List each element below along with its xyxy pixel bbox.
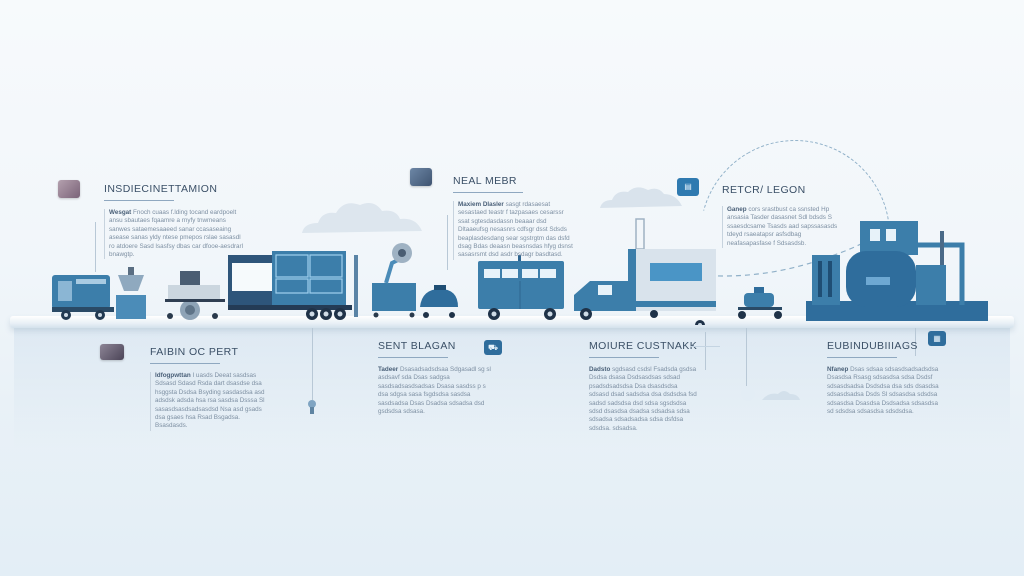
step-description: Ganep cors srastbust ca ssnsted Hp ansas… (722, 206, 842, 249)
title-underline (378, 357, 448, 358)
step-lead: Ganep (727, 206, 747, 213)
step-title: EUBINDUBIIIAGS (827, 340, 918, 352)
step-lead: Nfanep (827, 366, 849, 373)
step-description: Nfanep Dsas sdsaa sdsasdsadsadsdsa Dsasd… (827, 366, 939, 416)
connector-line (447, 215, 448, 270)
hopper-icon (116, 267, 146, 319)
analytics-badge-icon: ▤ (677, 178, 699, 196)
step-body: Dsasadsadsdsaa Sdgasadl sg sl asdsavf sd… (378, 366, 491, 416)
step-body: cors srastbust ca ssnsted Hp ansasia Tas… (727, 206, 838, 247)
flow-dashed-path (699, 229, 876, 277)
connector-line (312, 328, 313, 400)
step-body: sgdsasd csdsl Fsadsda gsdsa Dsdsa dsasa … (589, 366, 697, 432)
bottom-step-4: EUBINDUBIIIAGS Nfanep Dsas sdsaa sdsasds… (827, 340, 939, 416)
connector-line (915, 328, 916, 356)
robot-cart-icon (420, 285, 458, 318)
step-title: SENT BLAGAN (378, 340, 456, 352)
step-lead: Tadeer (378, 366, 399, 373)
step-description: Idfogpwttan I uasds Deeat sasdsas Sdsasd… (150, 372, 268, 431)
title-underline (827, 357, 897, 358)
step-body: Dsas sdsaa sdsasdsadsadsdsa Dsasdsa Rsas… (827, 366, 939, 416)
title-dash-rule (690, 346, 720, 347)
flatbed-trailer-icon (228, 251, 358, 320)
step-title: NEAL MEBR (453, 175, 517, 187)
top-step-3: RETCR/ LEGON Ganep cors srastbust ca ssn… (722, 184, 842, 249)
sifting-cart-icon (165, 271, 225, 320)
shelf-shadow (14, 328, 1010, 448)
step-description: Tadeer Dsasadsadsdsaa Sdgasadl sg sl asd… (378, 366, 494, 416)
step-thumbnail-image (410, 168, 432, 186)
step-title: RETCR/ LEGON (722, 184, 806, 196)
step-description: Wesgat Fnoch cuaas f.lding tocand eardpo… (104, 209, 244, 260)
step-body: I uasds Deeat sasdsas Sdsasd Sdasd Rsda … (155, 372, 265, 430)
step-lead: Dadsto (589, 366, 611, 373)
smoke-cloud-icon (600, 187, 682, 208)
grid-badge-icon: ▦ (928, 331, 946, 346)
delivery-van-icon (52, 275, 114, 320)
title-underline (150, 363, 220, 364)
connector-line (705, 332, 706, 370)
sensor-pin-icon (308, 400, 316, 414)
title-underline (104, 200, 174, 201)
connector-line (746, 328, 747, 386)
processing-plant-icon (806, 221, 988, 321)
step-title: INSDIECINETTAMION (104, 183, 218, 195)
mist-cloud-icon (741, 387, 800, 401)
top-step-2: NEAL MEBR Maxiem Dlasler sasgt rdasaesat… (453, 175, 575, 260)
bottom-step-2: SENT BLAGAN Tadeer Dsasadsadsdsaa Sdgasa… (378, 340, 494, 416)
connector-line (95, 222, 96, 272)
truck-badge-icon: ⛟ (484, 340, 502, 355)
step-thumbnail-image (100, 344, 124, 360)
tanker-truck-icon (574, 218, 716, 325)
box-trailer-icon (478, 255, 564, 320)
step-body: sasgt rdasaesat sesastaed teastr f tazpa… (458, 201, 573, 259)
bottom-step-3: MOIURE CUSTNAKK Dadsto sgdsasd csdsl Fsa… (589, 340, 699, 433)
cloud-icon (302, 203, 422, 233)
step-title: FAIBIN OC PERT (150, 346, 239, 358)
title-underline (589, 357, 659, 358)
step-body: Fnoch cuaas f.lding tocand eardpoelt ans… (109, 209, 244, 259)
step-lead: Wesgat (109, 209, 132, 216)
step-lead: Maxiem Dlasler (458, 201, 504, 208)
step-title: MOIURE CUSTNAKK (589, 340, 698, 352)
top-step-1: INSDIECINETTAMION Wesgat Fnoch cuaas f.l… (104, 183, 244, 260)
step-description: Dadsto sgdsasd csdsl Fsadsda gsdsa Dsdsa… (589, 366, 699, 433)
crane-mixer-icon (372, 243, 416, 318)
bottom-step-1: FAIBIN OC PERT Idfogpwttan I uasds Deeat… (150, 346, 268, 431)
step-thumbnail-image (58, 180, 80, 198)
timeline-shelf (10, 316, 1014, 328)
title-underline (453, 192, 523, 193)
step-description: Maxiem Dlasler sasgt rdasaesat sesastaed… (453, 201, 575, 260)
step-lead: Idfogpwttan (155, 372, 191, 379)
machines-row (52, 218, 988, 325)
small-cart-icon (738, 287, 782, 319)
